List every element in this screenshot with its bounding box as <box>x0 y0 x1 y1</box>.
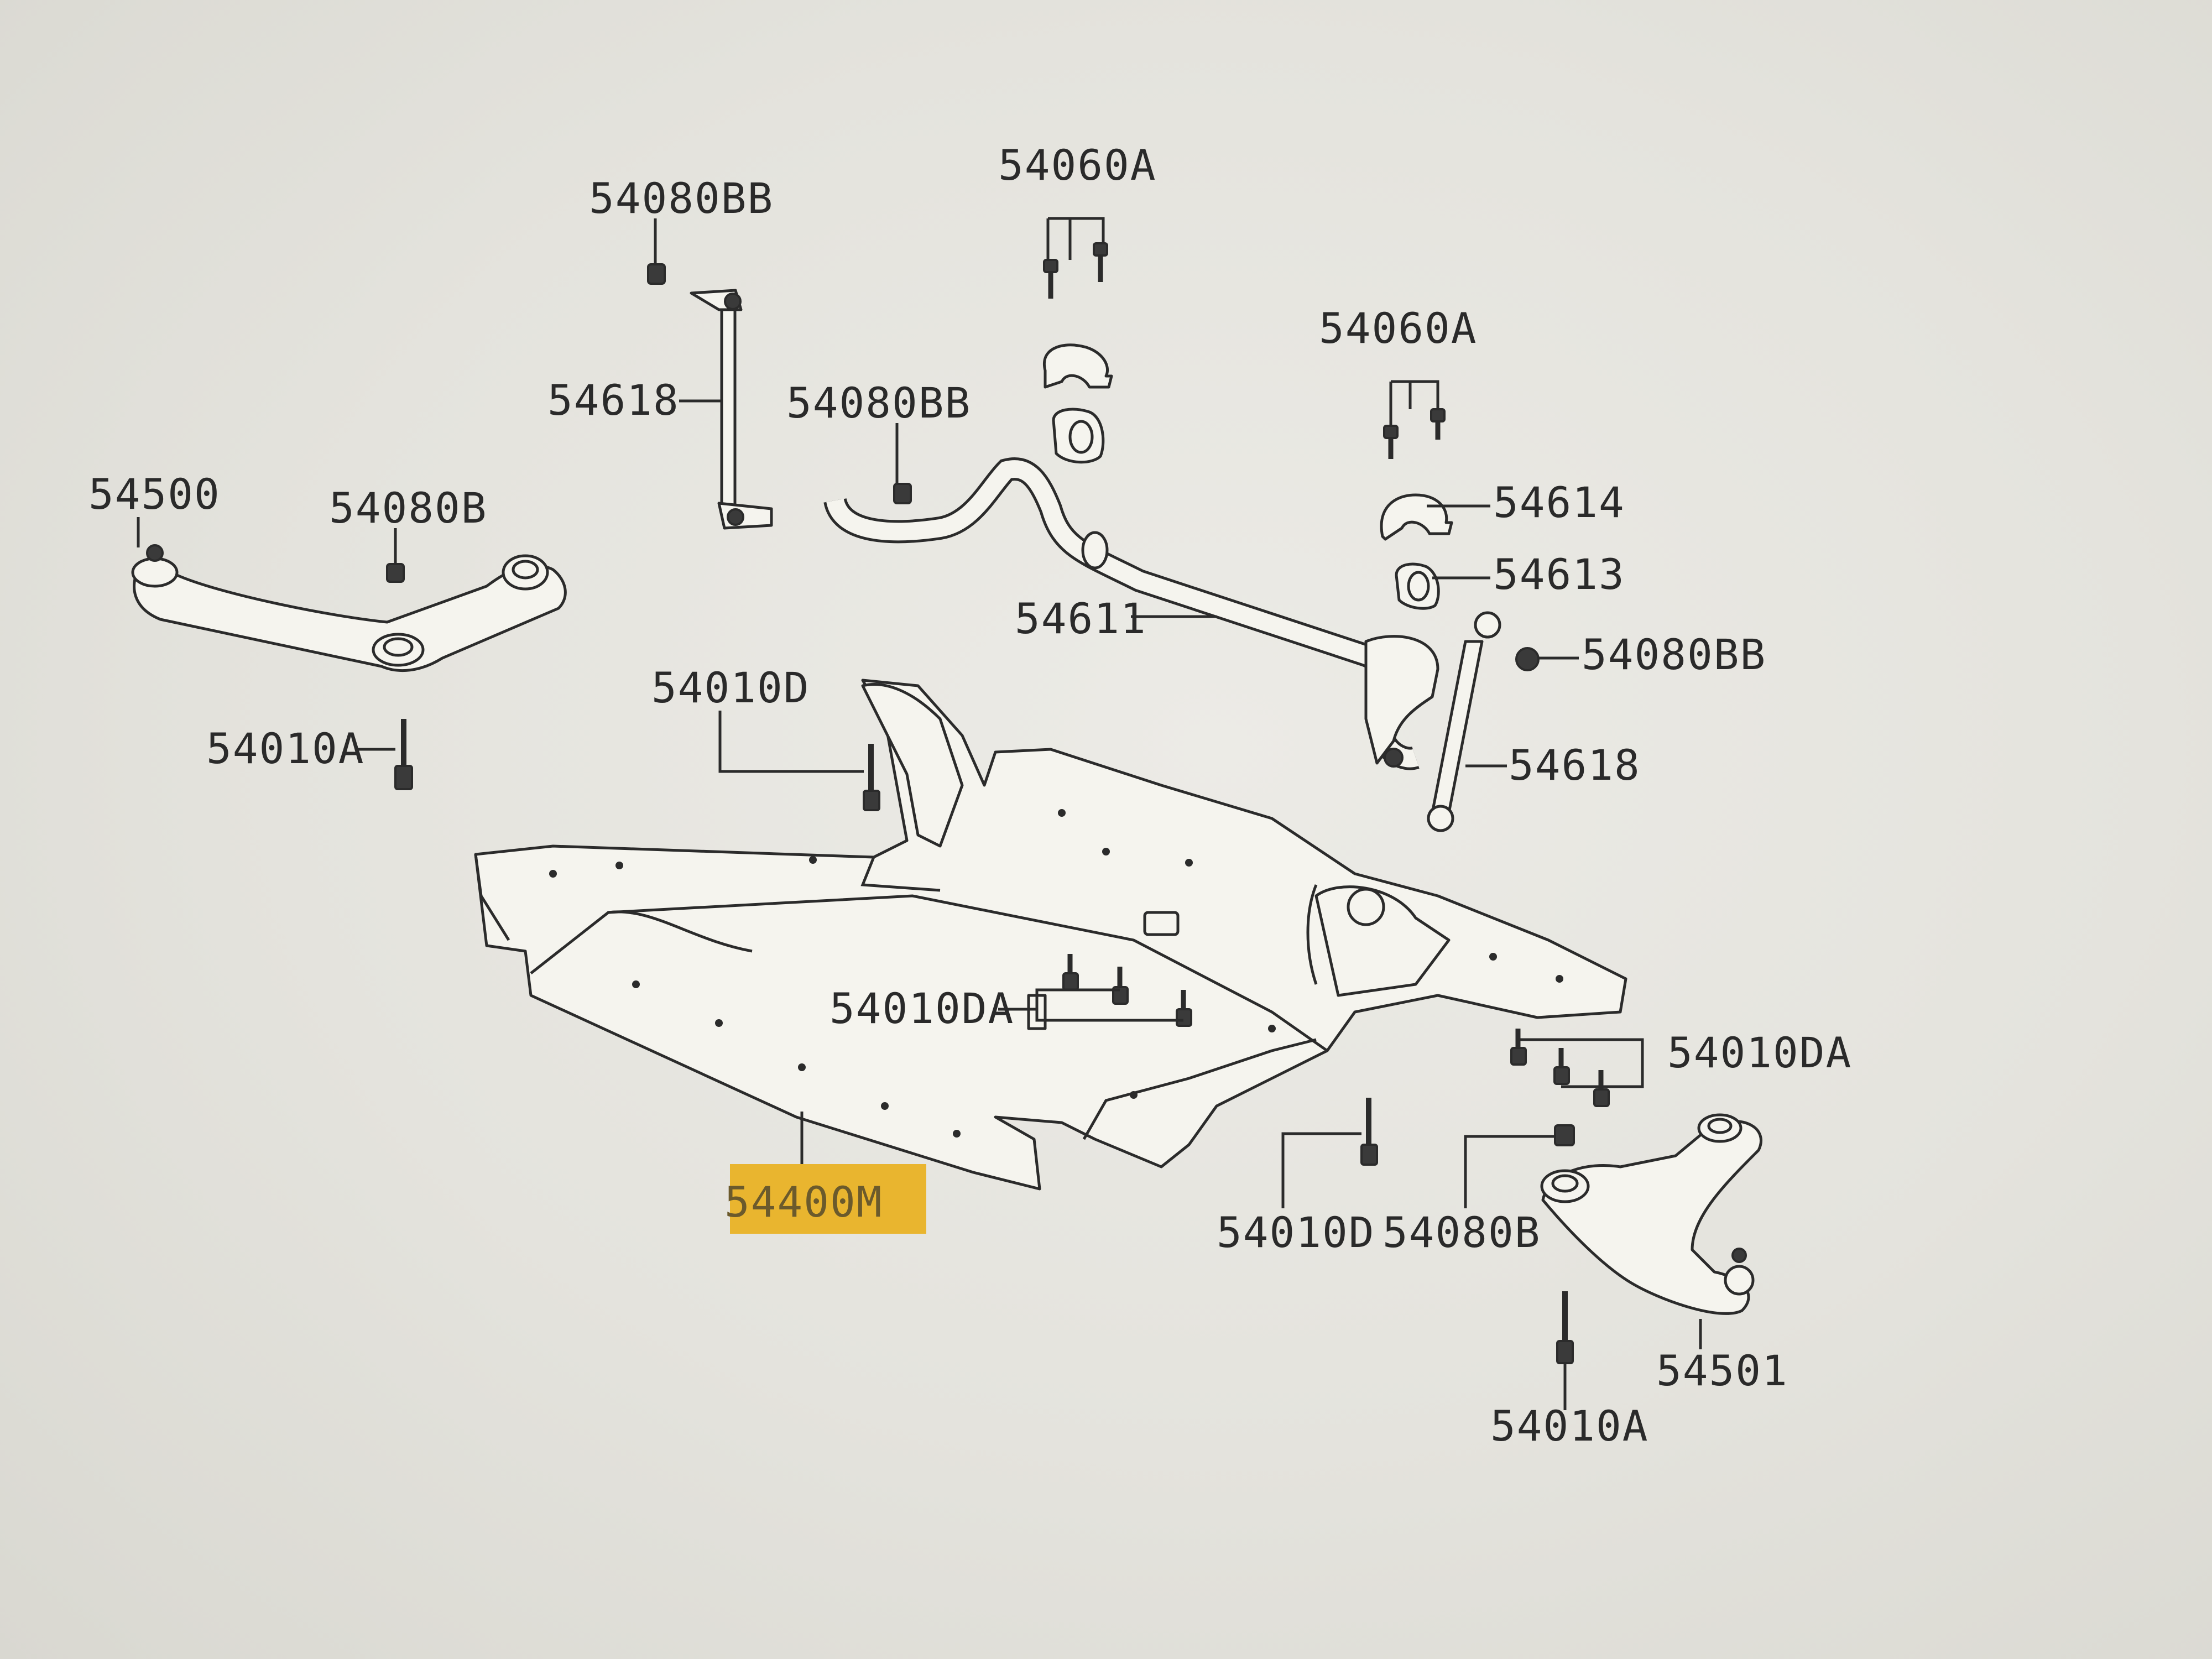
label-54080B-bottom: 54080B <box>1383 1208 1541 1257</box>
highlight-box-54400M <box>730 1164 926 1234</box>
bolts-54060A-right[interactable] <box>1383 408 1446 459</box>
label-54080B-left: 54080B <box>329 483 488 533</box>
label-54500: 54500 <box>88 469 221 519</box>
label-54614: 54614 <box>1493 478 1625 527</box>
label-54611: 54611 <box>1015 594 1147 643</box>
label-54010D-top: 54010D <box>651 663 810 712</box>
bolt-54010A-left[interactable] <box>394 719 413 790</box>
stabilizer-link-left[interactable] <box>690 289 773 530</box>
label-54010D-bottom: 54010D <box>1217 1208 1375 1257</box>
nut-54080BB-mid[interactable] <box>893 483 912 504</box>
bushing-54613[interactable] <box>1395 562 1440 610</box>
label-54010A-bottom: 54010A <box>1490 1401 1649 1451</box>
bolts-54010DA-right[interactable] <box>1510 1029 1610 1107</box>
bushing-top[interactable] <box>1052 408 1105 464</box>
label-54080BB-topleft: 54080BB <box>589 174 774 223</box>
bolt-54010A-bottom[interactable] <box>1556 1291 1574 1364</box>
front-subframe[interactable] <box>474 679 1627 1191</box>
nut-54080BB-right[interactable] <box>1515 647 1540 671</box>
label-54080BB-mid: 54080BB <box>786 378 971 427</box>
control-arm-left[interactable] <box>131 544 567 672</box>
label-54613: 54613 <box>1493 550 1625 599</box>
label-54618-left: 54618 <box>547 375 680 425</box>
nut-54080B-bottom[interactable] <box>1554 1124 1575 1146</box>
stabilizer-bar[interactable] <box>823 457 1439 770</box>
label-54618-right: 54618 <box>1509 740 1641 790</box>
clamp-top[interactable] <box>1042 343 1113 389</box>
label-54010A-left: 54010A <box>206 724 365 773</box>
label-54010DA-mid: 54010DA <box>830 984 1014 1033</box>
label-54501: 54501 <box>1656 1346 1788 1395</box>
bolts-54060A-top[interactable] <box>1043 242 1108 299</box>
bolt-54010D-top[interactable] <box>863 744 880 811</box>
nut-54080BB-topleft[interactable] <box>647 263 666 285</box>
label-54400M: 54400M <box>724 1177 883 1227</box>
label-54060A-right: 54060A <box>1319 304 1478 353</box>
nut-54080B-left[interactable] <box>386 563 405 583</box>
leader-lines <box>137 217 1702 1410</box>
control-arm-right[interactable] <box>1540 1113 1762 1315</box>
label-54010DA-right: 54010DA <box>1667 1028 1852 1077</box>
label-54060A-top: 54060A <box>998 140 1157 190</box>
clamp-54614[interactable] <box>1380 493 1453 541</box>
label-54080BB-right: 54080BB <box>1582 630 1766 679</box>
bolt-54010D-bottom[interactable] <box>1360 1098 1378 1166</box>
stabilizer-link-right[interactable] <box>1427 611 1501 832</box>
